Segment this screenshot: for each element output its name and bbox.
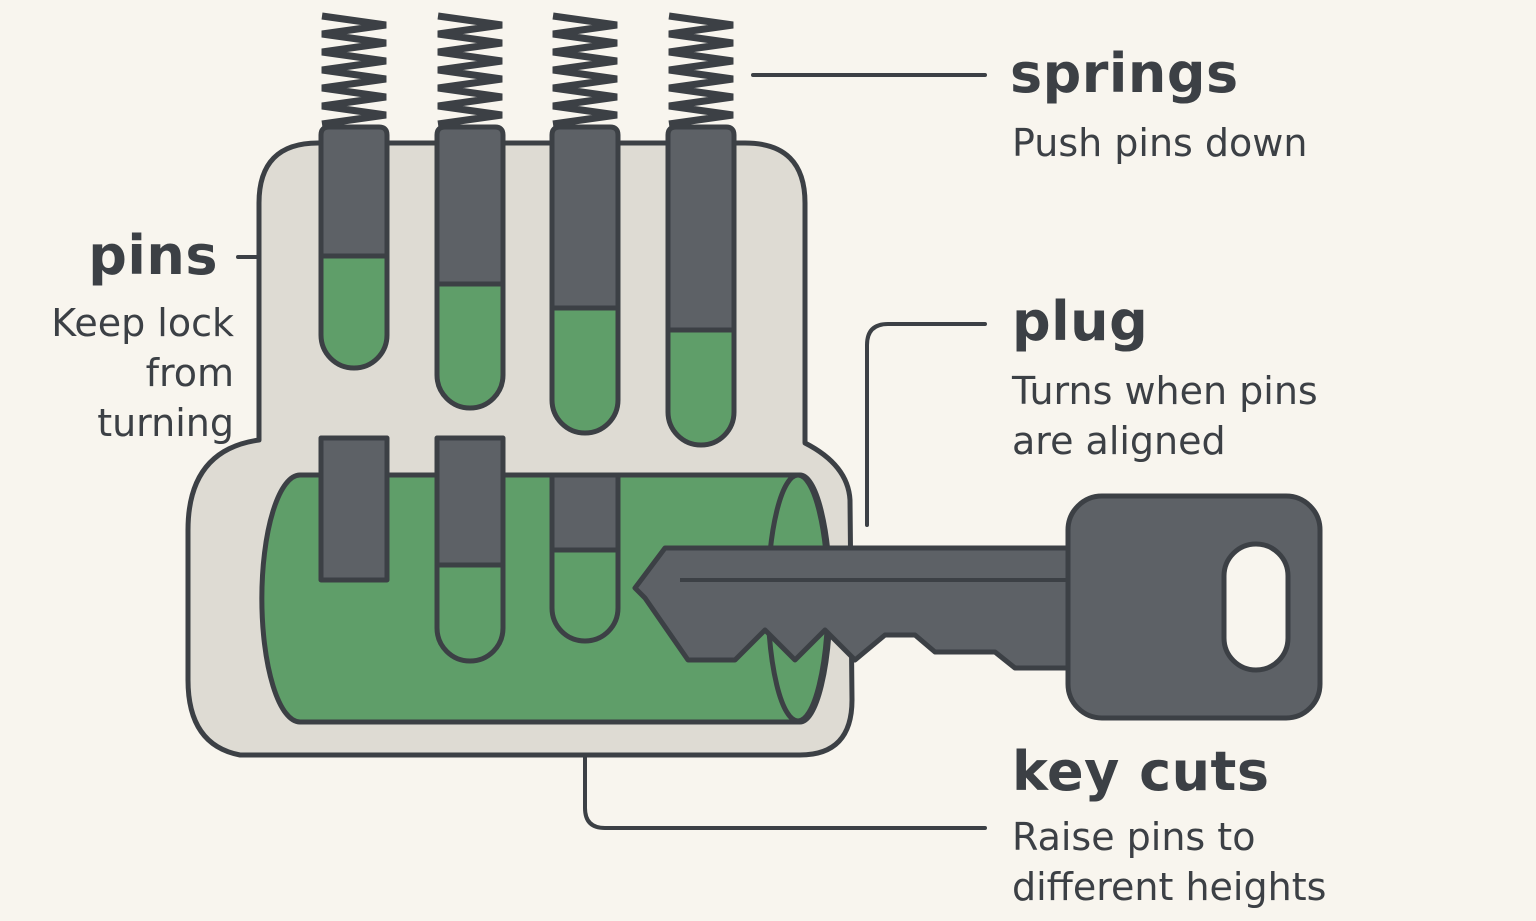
plug-driver-pin-2 — [434, 435, 506, 568]
pin-stack-4 — [665, 124, 737, 448]
leader-lines — [236, 73, 987, 830]
key-blade — [632, 545, 1078, 671]
plug-pin-stack-2 — [434, 435, 506, 664]
key-pin-4 — [665, 327, 737, 448]
key-pin-2 — [434, 281, 506, 411]
springs — [321, 12, 734, 128]
key-ring-hole-icon — [1221, 541, 1291, 673]
driver-pin-4 — [665, 124, 737, 333]
key-pin-3 — [549, 305, 621, 436]
spring-2 — [437, 12, 503, 128]
plug-title: plug — [1012, 290, 1149, 353]
pins-description: Keep lock from turning — [51, 301, 234, 445]
plug-pin-stack-3 — [549, 472, 621, 644]
driver-pin-2 — [434, 124, 506, 287]
pin-stacks — [318, 124, 737, 448]
pin-stack-2 — [434, 124, 506, 411]
pin-stack-3 — [549, 124, 621, 436]
plug-driver-pin-1 — [318, 435, 390, 583]
plug-key-pin-3 — [549, 547, 621, 644]
pin-stack-1 — [318, 124, 390, 371]
spring-4 — [668, 12, 734, 128]
driver-pin-3 — [549, 124, 621, 311]
key-icon — [632, 493, 1323, 721]
key-cuts-leader-line — [583, 660, 987, 830]
spring-3 — [552, 12, 618, 128]
springs-title: springs — [1010, 42, 1239, 105]
plug-description: Turns when pins are aligned — [1012, 369, 1318, 463]
plug-pins — [318, 435, 621, 664]
key-cuts-title: key cuts — [1012, 740, 1270, 803]
spring-1 — [321, 12, 387, 128]
plug-driver-pin-3 — [549, 472, 621, 553]
plug-key-pin-2 — [434, 562, 506, 664]
key-cuts-description: Raise pins to different heights — [1012, 815, 1327, 909]
springs-description: Push pins down — [1012, 121, 1308, 165]
pins-title: pins — [88, 224, 218, 287]
driver-pin-1 — [318, 124, 390, 259]
key-pin-1 — [318, 253, 390, 371]
plug-leader-line — [865, 322, 987, 527]
